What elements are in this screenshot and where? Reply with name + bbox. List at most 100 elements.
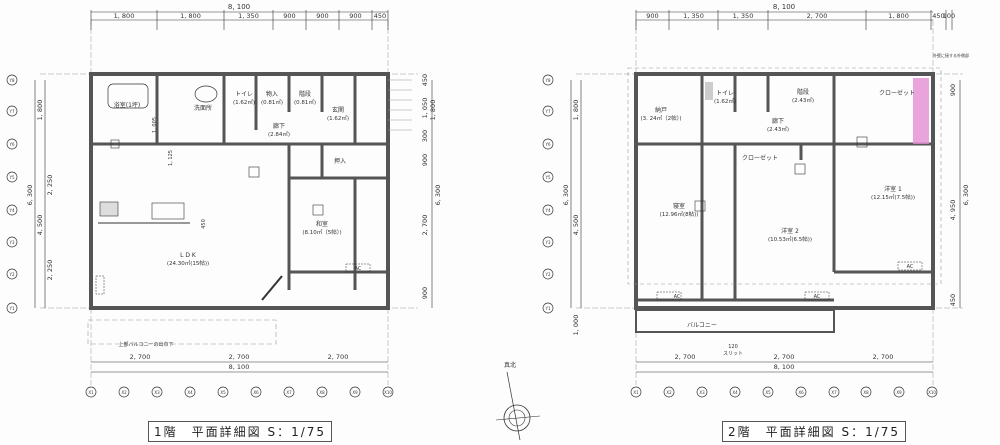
- floor1-title: 1階 平面詳細図 S：1/75: [148, 421, 333, 442]
- dimension-segment: 2, 700: [421, 215, 429, 236]
- room-area: (12.96㎡(8帖)): [660, 210, 699, 218]
- dimension-segment: 2, 700: [873, 353, 894, 361]
- room-name: 寝室: [673, 202, 685, 210]
- axis-label: X8: [863, 390, 869, 395]
- dimension-segment: 4, 950: [949, 200, 957, 221]
- room-area: (0.81㎡): [261, 98, 283, 106]
- axis-label: X9: [352, 390, 358, 395]
- dimension-segment: 2, 250: [46, 175, 54, 196]
- axis-label: X2: [666, 390, 672, 395]
- s-mark: [312, 204, 324, 216]
- sliding-door: [261, 275, 283, 301]
- axis-label: X6: [798, 390, 804, 395]
- compass-inner: [508, 409, 526, 427]
- dimension-segment: 900: [421, 154, 429, 166]
- room-name: トイレ: [235, 91, 253, 98]
- axis-bubble-y1: [6, 302, 18, 314]
- axis-bubble-x2: [118, 386, 130, 398]
- axis-bubble-x8: [860, 386, 872, 398]
- balcony: [635, 309, 835, 333]
- axis-bubble-y4: [6, 204, 18, 216]
- room-name: 洋室 2: [781, 227, 799, 235]
- axis-label: X3: [154, 390, 160, 395]
- axis-label: Y4: [545, 208, 551, 213]
- cooktop: [99, 201, 119, 217]
- dimension-segment: 1, 000: [572, 315, 580, 336]
- axis-label: X5: [765, 390, 771, 395]
- ac-unit: [804, 291, 830, 301]
- axis-bubble-y7: [6, 105, 18, 117]
- dimension-segment: 2, 700: [328, 353, 349, 361]
- dimension-segment: 300: [421, 130, 429, 142]
- room-name: 洋室 1: [884, 185, 902, 193]
- kitchen-sink: [151, 202, 185, 220]
- s-mark: [110, 139, 120, 149]
- dimension-segment: 450: [421, 74, 429, 86]
- axis-bubble-x6: [795, 386, 807, 398]
- axis-label: X3: [699, 390, 705, 395]
- room-area: (24.30㎡(15帖)): [167, 259, 209, 267]
- compass-needle: [506, 371, 521, 441]
- dimension-segment: 4, 500: [36, 215, 44, 236]
- dimension-segment: 900: [421, 287, 429, 299]
- axis-bubble-x2: [663, 386, 675, 398]
- axis-bubble-x9: [349, 386, 361, 398]
- axis-label: X7: [286, 390, 292, 395]
- dimension-segment: 4, 500: [572, 215, 580, 236]
- axis-bubble-x8: [316, 386, 328, 398]
- dimension-total: 6, 300: [434, 185, 442, 206]
- washbasin: [194, 85, 218, 103]
- s-mark: [856, 136, 868, 148]
- room-area: (10.53㎡(6.5帖)): [768, 235, 812, 243]
- true-north-label: 真北: [504, 361, 516, 369]
- axis-label: Y3: [9, 240, 15, 245]
- s-mark: [794, 163, 806, 175]
- axis-label: X2: [121, 390, 127, 395]
- room-name: 階段: [299, 90, 311, 98]
- axis-label: Y4: [9, 208, 15, 213]
- axis-label: X1: [633, 390, 639, 395]
- dimension-note: 1, 125: [168, 150, 174, 166]
- axis-bubble-y8: [542, 74, 554, 86]
- dimension-note: 1, 005: [152, 117, 158, 133]
- s-mark: [694, 200, 706, 212]
- room-area: (2.84㎡): [268, 130, 290, 138]
- dimension-segment: 1, 800: [572, 100, 580, 121]
- compass-cross: [495, 415, 541, 421]
- ac-label: AC: [814, 294, 821, 300]
- compass: 真北: [495, 361, 541, 441]
- room-name: 階段: [797, 88, 809, 96]
- axis-label: X6: [253, 390, 259, 395]
- dimension-segment: 1, 800: [180, 12, 201, 20]
- axis-bubble-y2: [6, 268, 18, 280]
- dimension-total: 8, 100: [774, 363, 795, 371]
- axis-label: Y5: [9, 175, 15, 180]
- dimension-segment: 2, 250: [46, 260, 54, 281]
- axis-bubble-y3: [6, 236, 18, 248]
- axis-bubble-x9: [893, 386, 905, 398]
- axis-label: Y1: [9, 306, 15, 311]
- axis-label: X4: [732, 390, 738, 395]
- ac-unit: [656, 291, 682, 301]
- dimension-segment: 1, 800: [114, 12, 135, 20]
- dimension-segment: 900: [349, 12, 361, 20]
- dimension-total: 8, 100: [229, 363, 250, 371]
- room-area: (1.62㎡): [714, 97, 736, 105]
- room-area: (2.43㎡): [792, 96, 814, 104]
- slit-value: 120: [728, 344, 738, 350]
- dimension-segment: 100: [943, 12, 955, 20]
- highlighted-closet-strip: [913, 78, 929, 144]
- room-name: バルコニー: [687, 322, 717, 329]
- axis-bubble-x7: [283, 386, 295, 398]
- axis-label: Y1: [545, 306, 551, 311]
- axis-label: Y8: [9, 78, 15, 83]
- dimension-segment: 450: [949, 294, 957, 306]
- axis-bubble-y4: [542, 204, 554, 216]
- ac-unit: [345, 263, 371, 273]
- axis-bubble-y3: [542, 236, 554, 248]
- dimension-segment: 1, 350: [733, 12, 754, 20]
- room-name: クローゼット: [879, 89, 915, 97]
- room-name: 廊下: [273, 122, 285, 130]
